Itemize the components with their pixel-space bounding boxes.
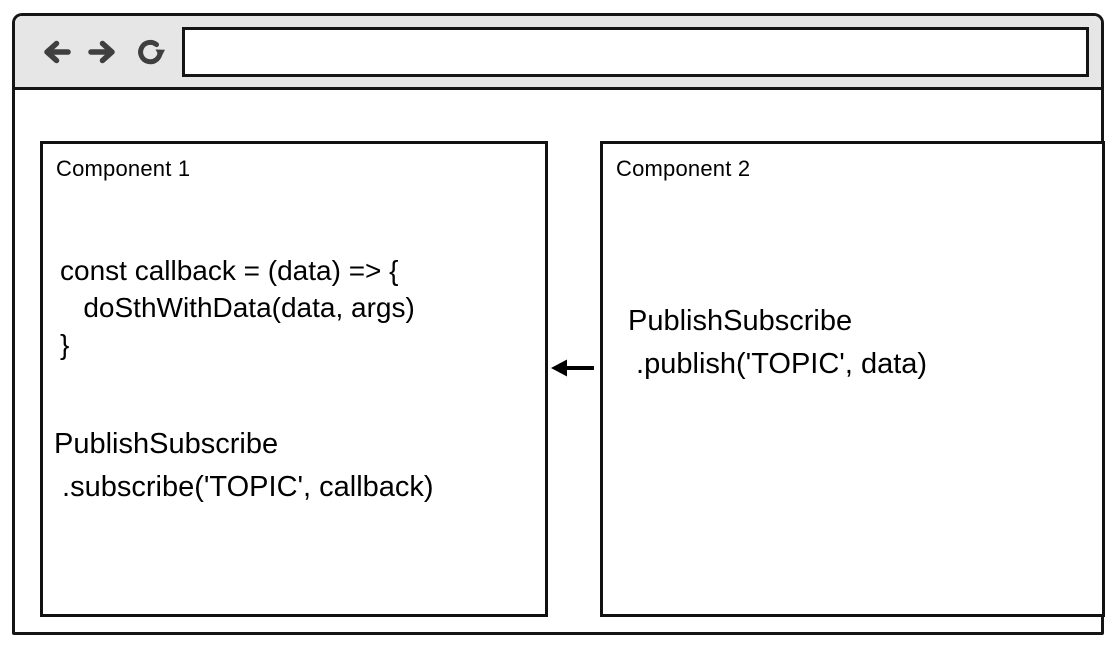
publish-flow-arrow-icon bbox=[551, 359, 594, 377]
component1-box: Component 1 const callback = (data) => {… bbox=[40, 141, 548, 617]
component2-box: Component 2 PublishSubscribe .publish('T… bbox=[600, 141, 1105, 617]
address-bar-input[interactable] bbox=[182, 26, 1089, 77]
component1-callback-code: const callback = (data) => { doSthWithDa… bbox=[60, 255, 415, 360]
browser-window: Component 1 const callback = (data) => {… bbox=[12, 13, 1105, 635]
component1-subscribe-code: PublishSubscribe .subscribe('TOPIC', cal… bbox=[54, 428, 434, 503]
component2-title: Component 2 bbox=[616, 156, 751, 181]
forward-icon[interactable] bbox=[88, 37, 118, 67]
back-icon[interactable] bbox=[41, 37, 71, 67]
component2-publish-code: PublishSubscribe .publish('TOPIC', data) bbox=[628, 305, 928, 380]
browser-toolbar bbox=[15, 16, 1101, 90]
refresh-icon[interactable] bbox=[135, 37, 165, 67]
component1-title: Component 1 bbox=[56, 156, 191, 181]
